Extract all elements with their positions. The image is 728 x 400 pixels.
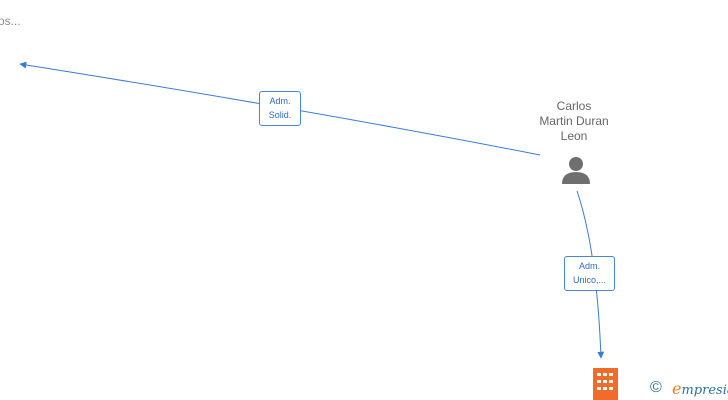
edge-label-solid[interactable]: Adm. Solid. <box>259 91 301 126</box>
brand-logo-text: mpresia <box>681 383 728 398</box>
edge-label-line: Unico,... <box>572 275 606 285</box>
copyright-icon: © <box>650 379 662 396</box>
person-name-line: Carlos <box>556 99 592 113</box>
truncated-node-label[interactable]: os... <box>0 14 21 28</box>
edge-label-line: Adm. <box>269 96 291 106</box>
person-icon[interactable] <box>562 157 590 184</box>
edge-label-line: Adm. <box>578 261 600 271</box>
person-name[interactable]: Carlos Martin Duran Leon <box>524 99 624 144</box>
person-name-line: Leon <box>560 129 588 143</box>
brand-logo-initial: e <box>672 379 682 398</box>
building-icon[interactable] <box>593 368 618 400</box>
edge-label-line: Solid. <box>268 110 292 120</box>
edge-label-unico[interactable]: Adm. Unico,... <box>564 256 615 291</box>
person-name-line: Martin Duran <box>539 114 609 128</box>
brand-logo: empresia <box>672 379 728 398</box>
